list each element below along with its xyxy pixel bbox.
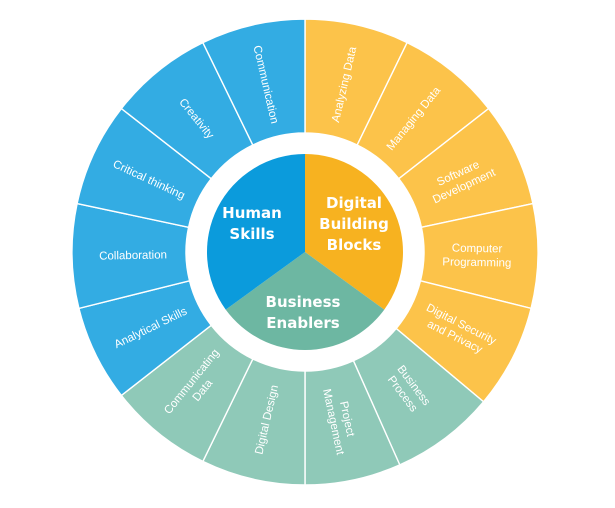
core-circle	[207, 154, 403, 350]
core-human	[207, 154, 305, 310]
label-computer-programming: ComputerProgramming	[442, 242, 511, 269]
core-digital	[305, 154, 403, 310]
outer-ring	[71, 18, 539, 486]
segment-communication	[201, 18, 306, 146]
core-business	[225, 252, 385, 350]
label-collaboration: Collaboration	[99, 249, 167, 262]
